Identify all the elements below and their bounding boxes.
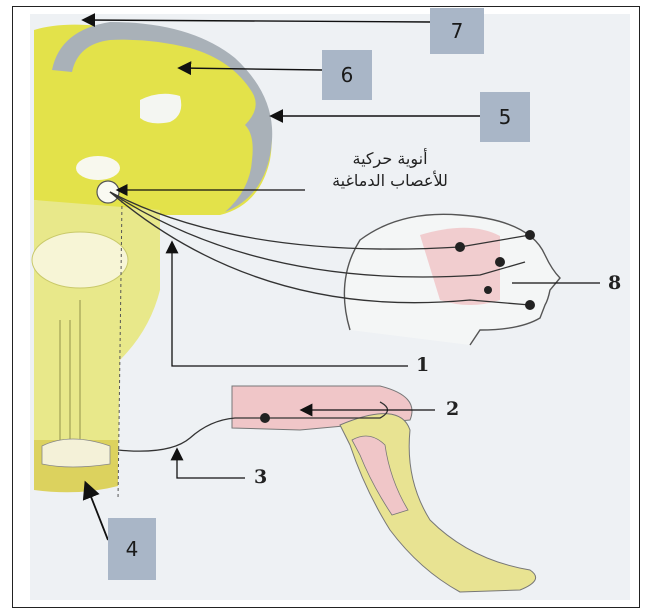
face-target-5 [484, 286, 492, 294]
label-3: 3 [254, 466, 267, 488]
label-1: 1 [416, 354, 429, 376]
arrow-4 [86, 484, 108, 540]
label-2: 2 [446, 398, 459, 420]
motor-nucleus [97, 181, 119, 203]
arrow-7 [84, 20, 430, 22]
caption-line-1: أنوية حركية [310, 148, 470, 170]
upper-nucleus [76, 156, 120, 180]
label-box-6: 6 [322, 50, 372, 100]
lower-segment-detail [42, 439, 110, 467]
motor-nuclei-caption: أنوية حركية للأعصاب الدماغية [310, 148, 470, 191]
face-target-4 [525, 300, 535, 310]
label-box-5: 5 [480, 92, 530, 142]
face-target-1 [525, 230, 535, 240]
label-box-4: 4 [108, 518, 156, 580]
leg-target [260, 413, 270, 423]
face-target-2 [455, 242, 465, 252]
caption-line-2: للأعصاب الدماغية [310, 170, 470, 192]
label-box-7: 7 [430, 8, 484, 54]
label-8: 8 [608, 272, 621, 294]
face-target-3 [495, 257, 505, 267]
spinal-section [32, 232, 128, 288]
arrow-3 [177, 450, 245, 478]
